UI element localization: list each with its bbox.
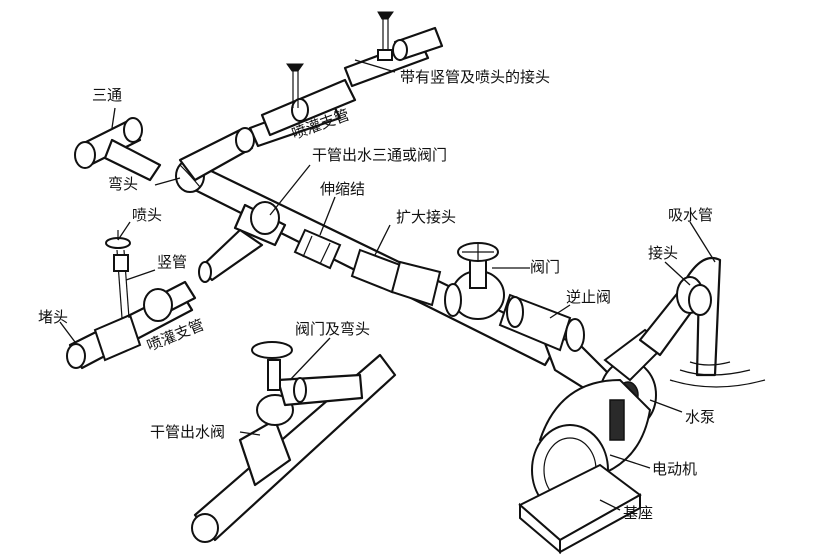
label-riser: 竖管: [157, 253, 188, 271]
label-elbow: 弯头: [108, 175, 139, 193]
label-suction-pipe: 吸水管: [668, 206, 714, 224]
label-main-outlet-valve: 干管出水阀: [150, 423, 226, 441]
label-plug: 堵头: [38, 308, 69, 326]
upper-branch-pipe: [178, 26, 444, 182]
label-base: 基座: [623, 504, 654, 522]
upper-risers: [286, 11, 394, 108]
label-expansion: 伸缩结: [320, 180, 366, 198]
label-nozzle: 喷头: [132, 206, 163, 224]
expansion-joint: [293, 228, 342, 270]
label-main-tee-valve: 干管出水三通或阀门: [312, 146, 448, 164]
label-valve-elbow: 阀门及弯头: [295, 320, 371, 338]
label-check-valve: 逆止阀: [566, 288, 612, 306]
gate-valve: [444, 242, 505, 320]
standalone-tee: [74, 117, 162, 182]
main-tee: [198, 201, 287, 283]
label-joint: 接头: [648, 244, 679, 262]
reducer-fitting: [350, 248, 442, 307]
label-reducer: 扩大接头: [396, 208, 457, 226]
outlet-valve-assembly: [191, 341, 397, 543]
suction-pipe: [638, 257, 766, 388]
check-valve: [498, 293, 585, 352]
left-branch: [66, 230, 197, 370]
label-motor: 电动机: [652, 460, 698, 478]
label-tee: 三通: [92, 86, 123, 104]
label-valve: 阀门: [530, 258, 561, 276]
leader-lines: [59, 59, 716, 511]
label-riser-nozzle-joint: 带有竖管及喷头的接头: [400, 68, 551, 86]
base: [518, 463, 642, 555]
label-pump: 水泵: [685, 408, 716, 426]
